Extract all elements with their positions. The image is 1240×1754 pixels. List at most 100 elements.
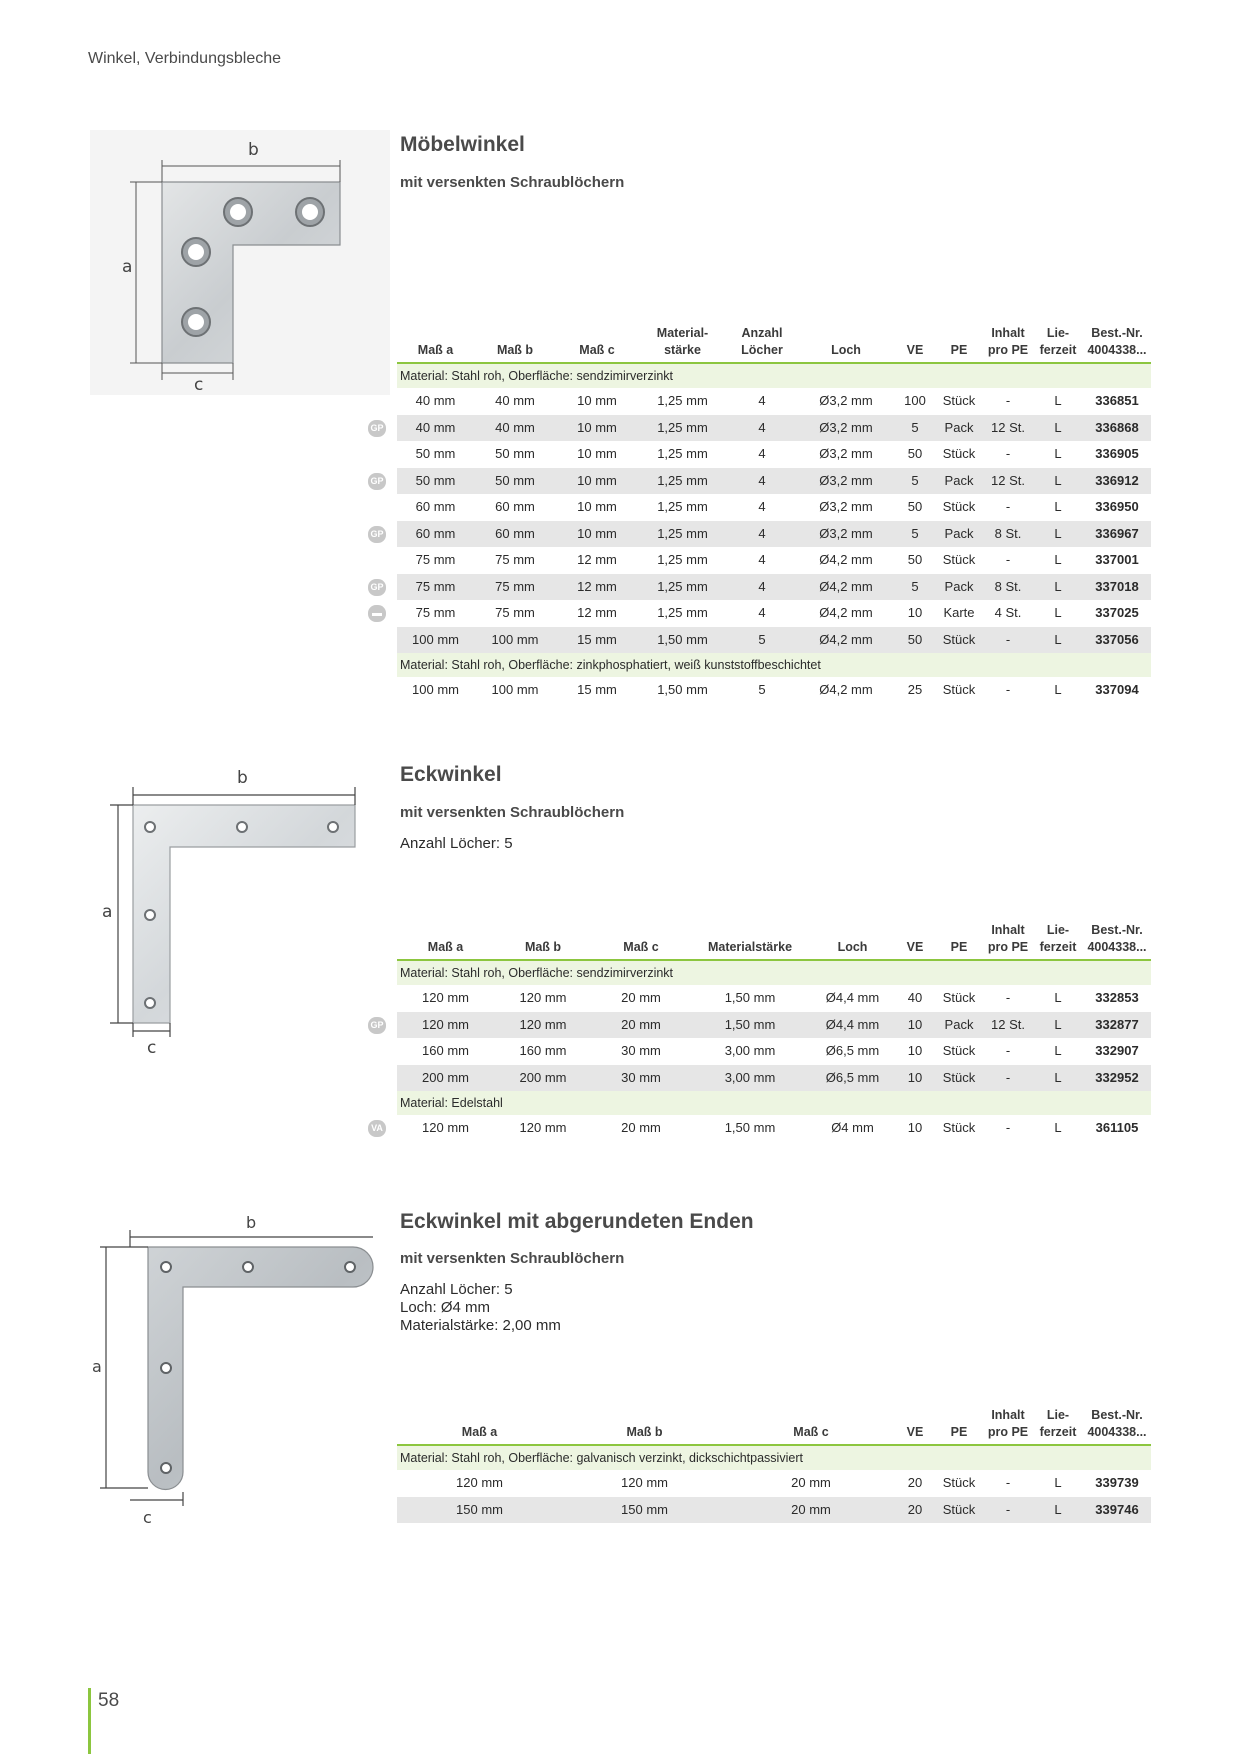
material-group-label: Material: Stahl roh, Oberfläche: sendzim…: [397, 961, 1151, 985]
table-cell: 40 mm: [495, 419, 535, 435]
table-cell: 1,25 mm: [657, 605, 708, 620]
table-cell: 200 mm: [519, 1069, 567, 1085]
table-cell: 10 mm: [577, 499, 617, 514]
table-cell: 1,50 mm: [724, 990, 776, 1005]
col-header: Lie- ferzeit: [1039, 1408, 1077, 1439]
table-cell: 75 mm: [495, 578, 535, 594]
table-cell: 120 mm: [422, 1120, 469, 1135]
order-number-cell: 336967: [1095, 525, 1139, 541]
order-number-cell: 361105: [1095, 1120, 1139, 1135]
order-number-cell: 336868: [1095, 419, 1139, 435]
material-group-label: Material: Edelstahl: [397, 1091, 1151, 1115]
table-cell: 4: [758, 499, 766, 514]
table-cell: Ø3,2 mm: [819, 393, 873, 408]
col-header: Best.-Nr. 4004338...: [1087, 923, 1147, 954]
table-cell: 8 St.: [994, 525, 1022, 541]
col-header: VE: [906, 343, 924, 357]
col-header: PE: [950, 1425, 968, 1439]
table-cell: 20: [907, 1501, 923, 1517]
table-cell: L: [1054, 631, 1062, 647]
table-cell: L: [1054, 472, 1062, 488]
table-body: Material: Stahl roh, Oberfläche: galvani…: [397, 1446, 1151, 1523]
table-cell: Stück: [942, 393, 976, 408]
order-number-cell: 339739: [1095, 1475, 1139, 1490]
product-table-moebelwinkel: Maß a Maß b Maß c Material- stärke Anzah…: [368, 318, 1151, 704]
table-cell: 75 mm: [415, 552, 456, 567]
table-cell: 60 mm: [495, 499, 535, 514]
table-cell: 12 St.: [991, 472, 1025, 488]
table-cell: -: [1005, 1475, 1011, 1490]
table-cell: L: [1054, 525, 1062, 541]
table-cell: 50: [907, 499, 923, 514]
col-header: Maß b: [626, 1425, 663, 1439]
table-cell: 10 mm: [577, 472, 617, 488]
order-number-cell: 332907: [1095, 1043, 1139, 1058]
table-cell: 3,00 mm: [724, 1043, 776, 1058]
table-body: Material: Stahl roh, Oberfläche: sendzim…: [368, 364, 1151, 704]
table-cell: 5: [911, 419, 919, 435]
table-cell: -: [1005, 552, 1011, 567]
table-header: Maß a Maß b Maß c VE PE Inhalt pro PE Li…: [397, 1400, 1151, 1446]
table-cell: Stück: [942, 631, 976, 647]
table-cell: 3,00 mm: [724, 1069, 776, 1085]
table-cell: 40 mm: [415, 393, 456, 408]
table-cell: L: [1054, 393, 1062, 408]
product-drawing-eckwinkel: b a c: [102, 768, 356, 1058]
order-number-cell: 337018: [1095, 578, 1139, 594]
order-number-cell: 336851: [1095, 393, 1139, 408]
material-group-label: Material: Stahl roh, Oberfläche: sendzim…: [397, 364, 1151, 388]
table-body: Material: Stahl roh, Oberfläche: sendzim…: [368, 961, 1151, 1142]
info-line: Loch: Ø4 mm: [400, 1299, 491, 1316]
table-cell: 1,25 mm: [657, 552, 708, 567]
page-number: 58: [88, 1688, 119, 1754]
table-cell: -: [1005, 1043, 1011, 1058]
table-cell: 5: [911, 578, 919, 594]
table-cell: -: [1005, 1069, 1011, 1085]
table-cell: L: [1054, 605, 1062, 620]
table-cell: 4: [758, 525, 766, 541]
table-cell: 1,25 mm: [657, 499, 708, 514]
order-number-cell: 332952: [1095, 1069, 1139, 1085]
section-subtitle: mit versenkten Schraublöchern: [400, 174, 625, 191]
table-cell: 100 mm: [412, 631, 459, 647]
table-cell: -: [1005, 393, 1011, 408]
product-drawing-moebelwinkel: b a c: [90, 130, 390, 395]
order-number-cell: 336950: [1095, 499, 1139, 514]
table-cell: 1,25 mm: [657, 393, 708, 408]
table-cell: 1,25 mm: [657, 578, 708, 594]
table-cell: -: [1005, 446, 1011, 461]
table-cell: Stück: [942, 446, 976, 461]
col-header: PE: [950, 940, 968, 954]
table-cell: 4 St.: [994, 605, 1022, 620]
table-cell: Ø3,2 mm: [819, 525, 873, 541]
table-cell: 12 mm: [577, 605, 617, 620]
table-header: Maß a Maß b Maß c Material- stärke Anzah…: [397, 318, 1151, 364]
table-cell: 120 mm: [422, 1016, 469, 1032]
col-header: VE: [906, 940, 924, 954]
section-title: Eckwinkel mit abgerundeten Enden: [400, 1210, 754, 1233]
table-cell: Ø3,2 mm: [819, 499, 873, 514]
table-cell: 1,25 mm: [657, 525, 708, 541]
table-cell: 15 mm: [577, 682, 617, 697]
table-cell: 10: [907, 1069, 923, 1085]
table-cell: 150 mm: [621, 1501, 668, 1517]
table-cell: Stück: [942, 552, 976, 567]
table-cell: 5: [758, 631, 766, 647]
gp-pack-badge: GP: [368, 525, 386, 543]
table-cell: 4: [758, 472, 766, 488]
table-cell: 1,50 mm: [724, 1016, 776, 1032]
table-cell: Ø6,5 mm: [825, 1069, 880, 1085]
col-header: Maß c: [579, 343, 615, 357]
table-cell: Ø4,2 mm: [819, 682, 873, 697]
info-line: Materialstärke: 2,00 mm: [400, 1317, 561, 1334]
table-cell: Karte: [943, 605, 975, 620]
table-cell: Stück: [942, 499, 976, 514]
table-cell: Stück: [942, 1043, 976, 1058]
